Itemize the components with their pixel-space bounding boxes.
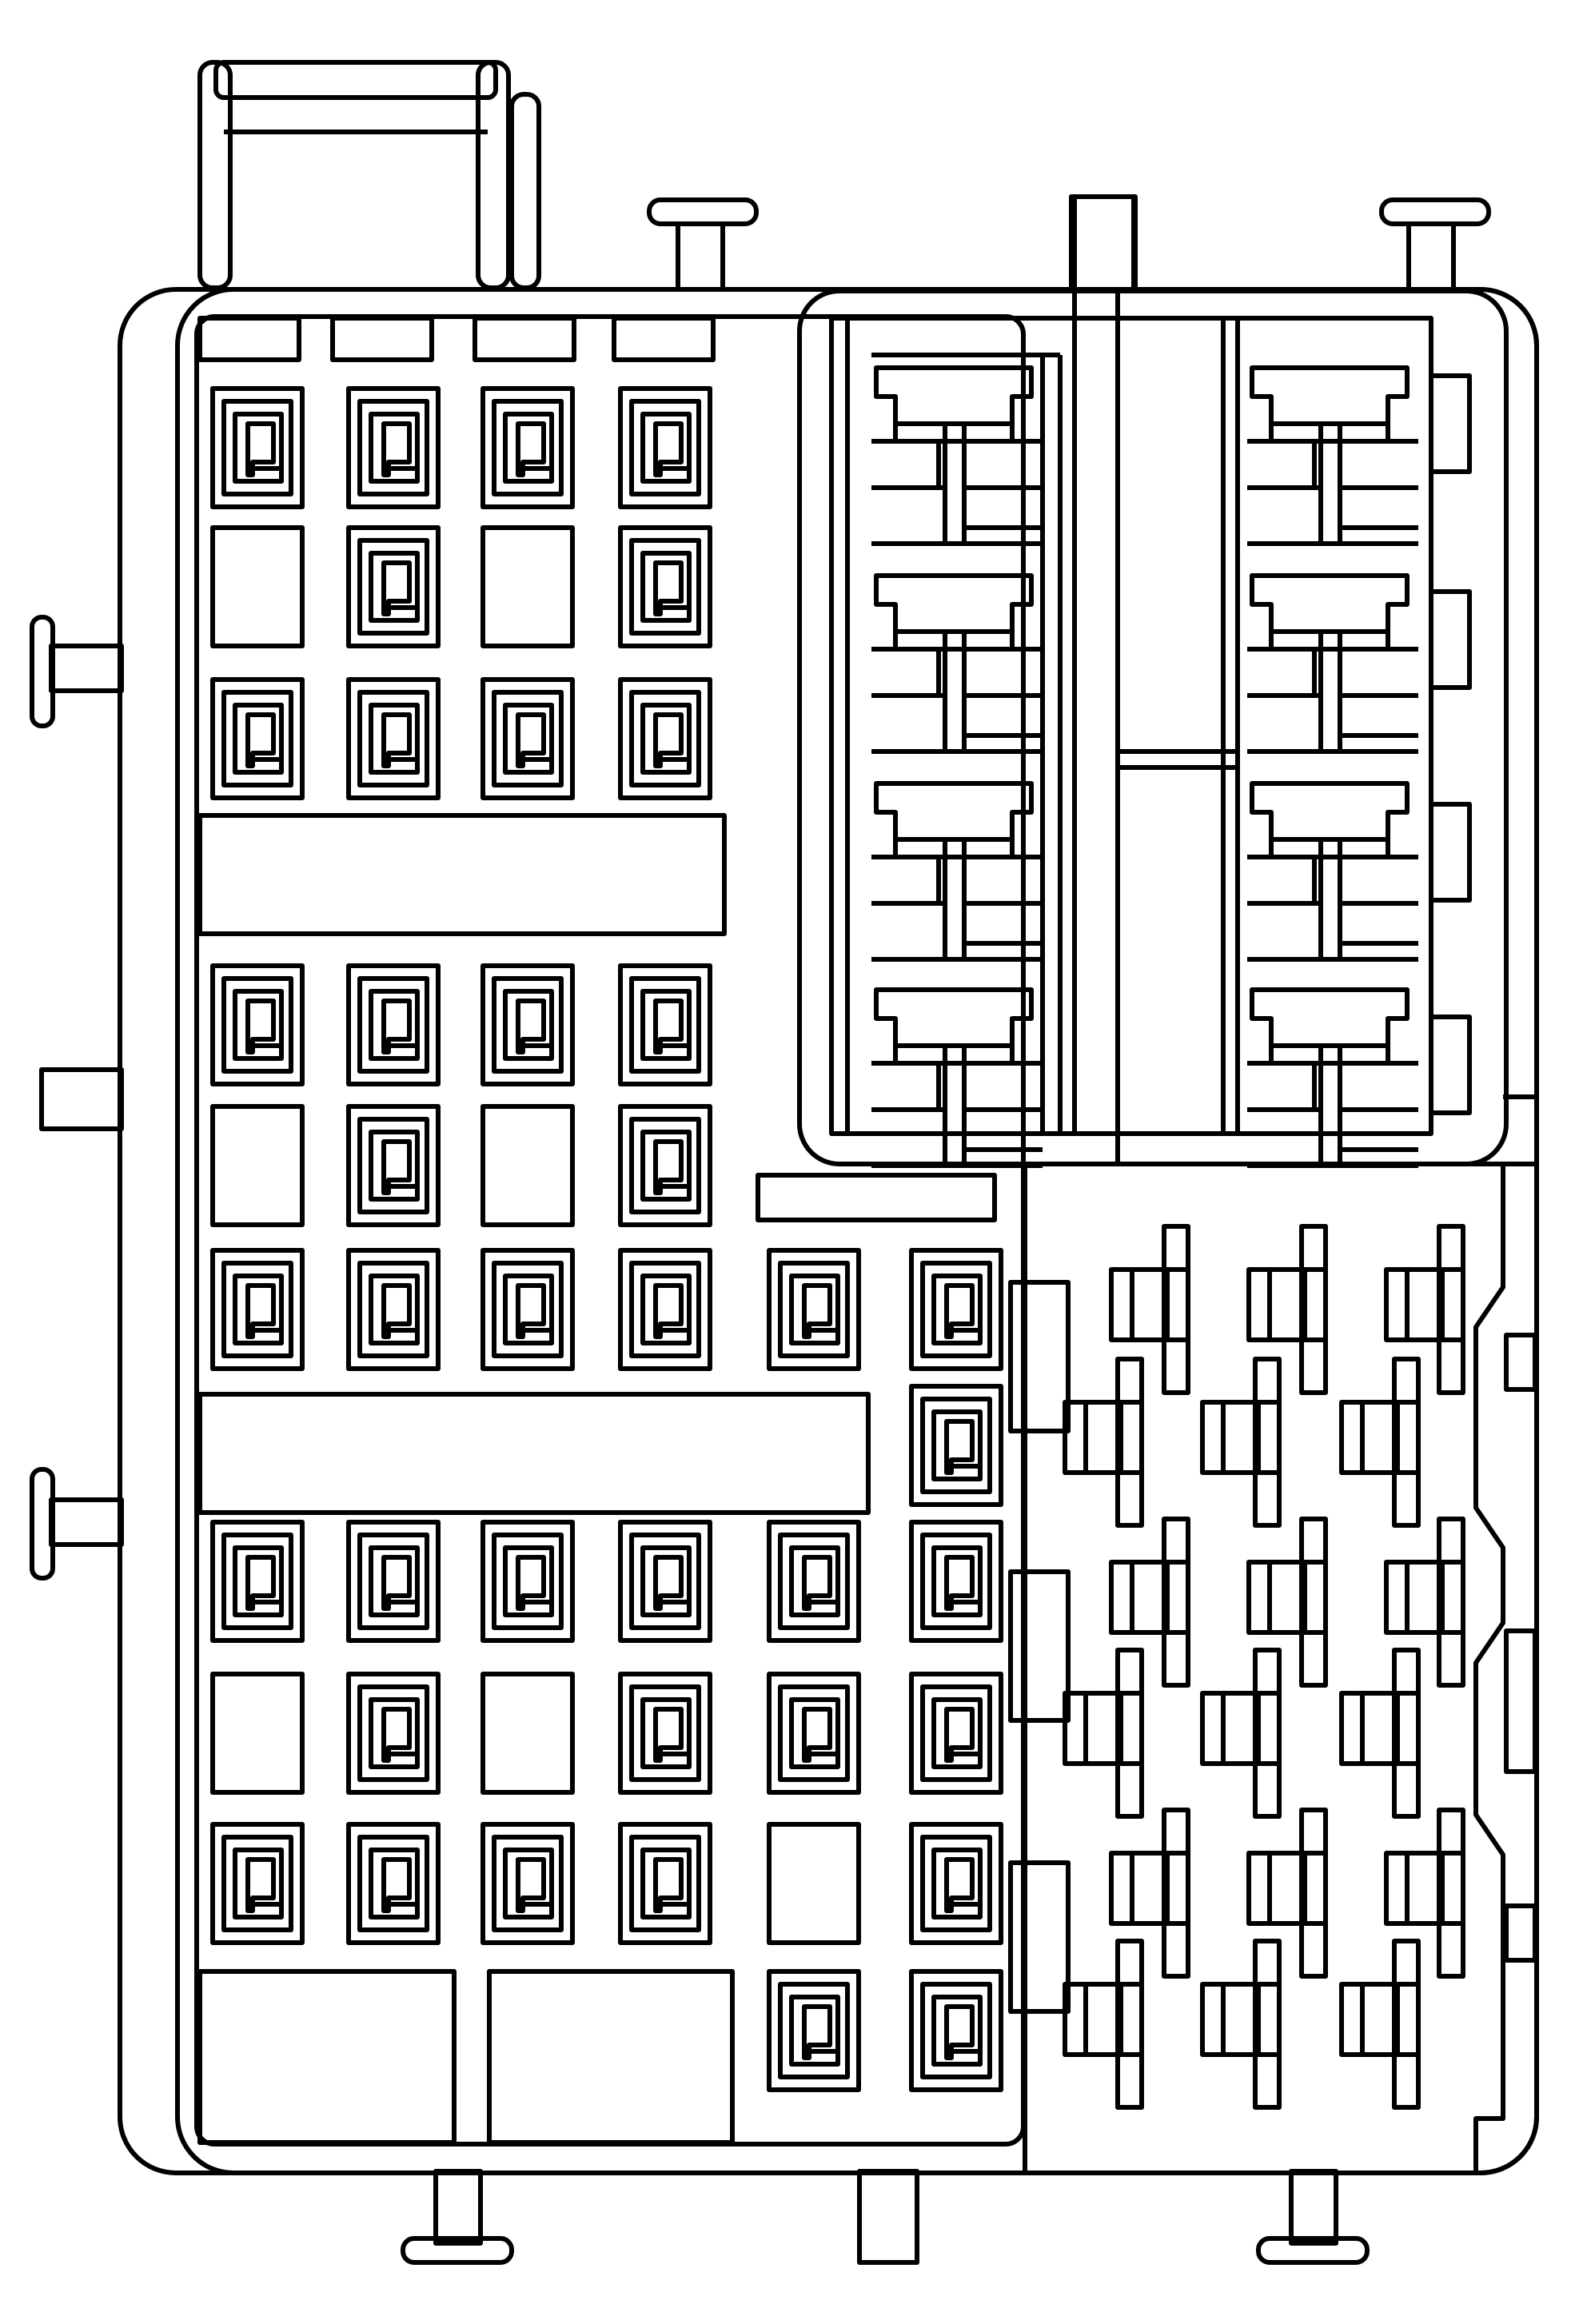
cartridge-7 — [1109, 1517, 1190, 1688]
cartridge-17 — [1200, 1939, 1282, 2110]
fuse-slot-block_b-r1-c1 — [210, 963, 305, 1086]
relay-side-tab-3 — [1429, 802, 1472, 903]
fuse-slot-bottom-2 — [909, 1969, 1003, 2092]
fuse-slot-block_a-r1-c4 — [618, 386, 712, 509]
relay-3 — [871, 573, 1043, 754]
cartridge-8 — [1246, 1517, 1328, 1688]
cartridge-15 — [1384, 1808, 1465, 1979]
fuse-slot-block_b-r3-c5 — [767, 1248, 861, 1371]
fuse-slot-block_c-r3-c6 — [909, 1822, 1003, 1945]
relay-4 — [1247, 573, 1418, 754]
fuse-slot-block_a-r2-c3 — [480, 525, 575, 648]
fuse-slot-block_c-r2-c1 — [210, 1672, 305, 1795]
cartridge-section — [1008, 1164, 1537, 2173]
fuse-slot-block_a-r2-c4 — [618, 525, 712, 648]
relay-1 — [871, 365, 1043, 546]
fuse-slot-block_c-r1-c4 — [618, 1520, 712, 1643]
fuse-slot-block_b-r1-c3 — [480, 963, 575, 1086]
relay-side-tab-1 — [1429, 373, 1472, 474]
fuse-slot-extra-1 — [909, 1384, 1003, 1507]
top-tabs — [197, 316, 716, 362]
fuse-slot-block_a-r3-c3 — [480, 677, 575, 800]
fuse-slot-block_c-r2-c5 — [767, 1672, 861, 1795]
fuse-slot-block_b-r1-c2 — [346, 963, 441, 1086]
fuse-slot-bottom-1 — [767, 1969, 861, 2092]
fuse-slot-block_c-r3-c3 — [480, 1822, 575, 1945]
fuse-slot-block_b-r2-c2 — [346, 1104, 441, 1227]
fuse-slot-block_c-r1-c3 — [480, 1520, 575, 1643]
cartridge-3 — [1384, 1224, 1465, 1395]
fuse-slot-block_c-r3-c4 — [618, 1822, 712, 1945]
fuse-slot-block_c-r1-c5 — [767, 1520, 861, 1643]
fuse-slot-block_b-r2-c3 — [480, 1104, 575, 1227]
fuse-slot-block_a-r3-c1 — [210, 677, 305, 800]
fuse-slot-block_c-r2-c4 — [618, 1672, 712, 1795]
cartridge-9 — [1384, 1517, 1465, 1688]
relay-side-tab-2 — [1429, 589, 1472, 690]
fuse-slot-block_a-r2-c1 — [210, 525, 305, 648]
left-mount-pins — [30, 615, 124, 1581]
fuse-slot-block_c-r2-c3 — [480, 1672, 575, 1795]
fuse-slot-block_b-r3-c6 — [909, 1248, 1003, 1371]
fuse-slot-block_a-r1-c1 — [210, 386, 305, 509]
fuse-slot-block_c-r3-c1 — [210, 1822, 305, 1945]
cartridge-1 — [1109, 1224, 1190, 1395]
cartridge-13 — [1109, 1808, 1190, 1979]
relay-5 — [871, 781, 1043, 962]
fuse-slot-block_c-r3-c2 — [346, 1822, 441, 1945]
cartridge-18 — [1339, 1939, 1421, 2110]
fuse-slot-block_b-r3-c4 — [618, 1248, 712, 1371]
fuse-slot-block_c-r2-c2 — [346, 1672, 441, 1795]
fuse-slot-block_a-r2-c2 — [346, 525, 441, 648]
fuse-slot-block_c-r1-c2 — [346, 1520, 441, 1643]
fuse-slot-block_c-r3-c5 — [767, 1822, 861, 1945]
cartridge-4 — [1063, 1357, 1144, 1528]
fuse-slot-block_b-r3-c3 — [480, 1248, 575, 1371]
fuse-slot-block_a-r3-c2 — [346, 677, 441, 800]
fuse-slot-block_c-r1-c1 — [210, 1520, 305, 1643]
label-strips — [197, 813, 997, 2145]
fuse-slot-block_b-r2-c4 — [618, 1104, 712, 1227]
relay-side-tab-4 — [1429, 1015, 1472, 1115]
relay-2 — [1247, 365, 1418, 546]
fuse-slot-block_c-r1-c6 — [909, 1520, 1003, 1643]
bottom-mount-pins — [401, 2169, 1370, 2265]
fuse-slot-block_a-r1-c3 — [480, 386, 575, 509]
cartridge-6 — [1339, 1357, 1421, 1528]
fuse-slot-block_a-r1-c2 — [346, 386, 441, 509]
fuse-slot-block_b-r3-c1 — [210, 1248, 305, 1371]
relay-panel — [797, 198, 1509, 1166]
fuse-slot-block_a-r3-c4 — [618, 677, 712, 800]
cartridge-16 — [1063, 1939, 1144, 2110]
relay-6 — [1247, 781, 1418, 962]
cartridge-14 — [1246, 1808, 1328, 1979]
fuse-slot-block_b-r3-c2 — [346, 1248, 441, 1371]
cartridge-2 — [1246, 1224, 1328, 1395]
cartridge-5 — [1200, 1357, 1282, 1528]
cartridge-11 — [1200, 1648, 1282, 1819]
cartridge-12 — [1339, 1648, 1421, 1819]
top-mount-pins — [647, 194, 1491, 292]
fuse-slot-block_b-r1-c4 — [618, 963, 712, 1086]
cartridge-10 — [1063, 1648, 1144, 1819]
top-handle — [197, 60, 541, 290]
fuse-slot-block_b-r2-c1 — [210, 1104, 305, 1227]
relay-7 — [871, 987, 1043, 1168]
fuse-slot-block_c-r2-c6 — [909, 1672, 1003, 1795]
relay-8 — [1247, 987, 1418, 1168]
